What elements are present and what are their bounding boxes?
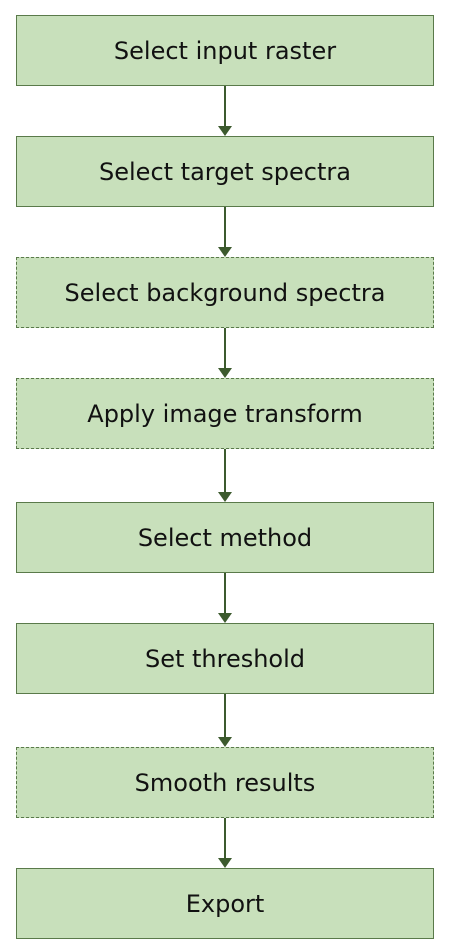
step-select-input-raster: Select input raster: [16, 15, 434, 86]
step-label: Select method: [137, 523, 313, 552]
arrowhead: [218, 613, 232, 623]
arrow-down: [218, 86, 232, 136]
step-label: Select input raster: [113, 36, 337, 65]
step-set-threshold: Set threshold: [16, 623, 434, 694]
arrow-down: [218, 573, 232, 623]
step-select-method: Select method: [16, 502, 434, 573]
arrow-down: [218, 449, 232, 502]
arrow-down: [218, 694, 232, 747]
step-export: Export: [16, 868, 434, 939]
arrowhead: [218, 737, 232, 747]
arrowhead: [218, 126, 232, 136]
step-smooth-results: Smooth results: [16, 747, 434, 818]
arrowhead: [218, 492, 232, 502]
step-select-background-spectra: Select background spectra: [16, 257, 434, 328]
step-label: Apply image transform: [87, 399, 363, 428]
step-label: Select target spectra: [99, 157, 351, 186]
arrowhead: [218, 247, 232, 257]
step-label: Smooth results: [134, 768, 316, 797]
arrow-down: [218, 207, 232, 257]
arrow-down: [218, 328, 232, 378]
arrow-down: [218, 818, 232, 868]
arrowhead: [218, 368, 232, 378]
arrowhead: [218, 858, 232, 868]
step-select-target-spectra: Select target spectra: [16, 136, 434, 207]
step-apply-image-transform: Apply image transform: [16, 378, 434, 449]
step-label: Select background spectra: [64, 278, 386, 307]
step-label: Set threshold: [144, 644, 306, 673]
step-label: Export: [185, 889, 265, 918]
